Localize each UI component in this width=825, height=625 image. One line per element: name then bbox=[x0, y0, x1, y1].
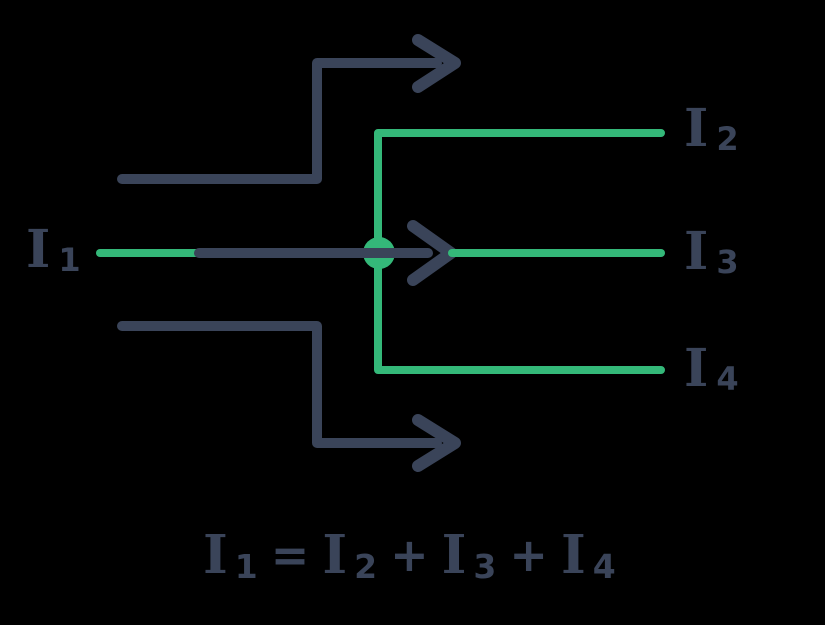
label-i3: I 3 bbox=[684, 221, 739, 282]
formula-i4-symbol: I bbox=[560, 524, 586, 586]
bottom-feeder-wire bbox=[117, 321, 442, 448]
formula-i1-symbol: I bbox=[203, 524, 228, 586]
kcl-formula: I 1 = I 2 + I 3 + I 4 bbox=[203, 524, 616, 586]
label-i2-symbol: I bbox=[684, 98, 709, 159]
formula-i4-subscript: 4 bbox=[592, 547, 616, 586]
label-i3-symbol: I bbox=[684, 221, 709, 282]
equals-sign: = bbox=[270, 528, 310, 582]
formula-term-i1: I 1 bbox=[203, 524, 258, 586]
plus-sign-1: + bbox=[390, 528, 429, 582]
top-feeder-wire bbox=[117, 58, 442, 184]
label-i1: I 1 bbox=[26, 219, 81, 280]
plus-sign-2: + bbox=[509, 528, 548, 582]
label-i4-subscript: 4 bbox=[716, 360, 739, 398]
label-i3-subscript: 3 bbox=[716, 243, 739, 281]
label-i4-symbol: I bbox=[684, 338, 709, 399]
label-i1-subscript: 1 bbox=[58, 241, 81, 279]
top-arrowhead-icon bbox=[412, 34, 461, 93]
label-i1-symbol: I bbox=[26, 219, 51, 280]
label-i2: I 2 bbox=[684, 98, 739, 159]
formula-i2-subscript: 2 bbox=[354, 547, 378, 586]
formula-i3-subscript: 3 bbox=[473, 547, 497, 586]
formula-i2-symbol: I bbox=[322, 524, 348, 586]
formula-i3-symbol: I bbox=[441, 524, 467, 586]
bottom-arrowhead-icon bbox=[412, 414, 461, 472]
label-i2-subscript: 2 bbox=[716, 120, 739, 158]
label-i4: I 4 bbox=[684, 338, 739, 399]
formula-term-i3: I 3 bbox=[441, 524, 497, 586]
formula-term-i4: I 4 bbox=[560, 524, 616, 586]
formula-i1-subscript: 1 bbox=[234, 547, 258, 586]
formula-term-i2: I 2 bbox=[322, 524, 378, 586]
